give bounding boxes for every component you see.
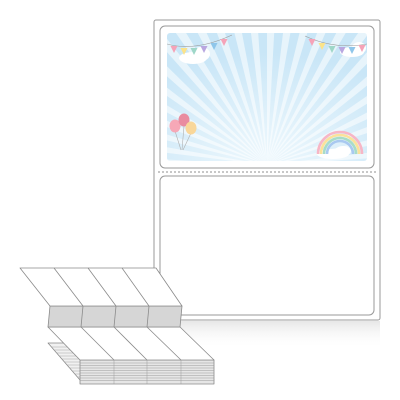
bunting-flag [308,39,316,46]
sunburst-ray [204,33,267,161]
bunting-flag [358,45,366,52]
sky-background [167,33,367,161]
label-sheet [153,19,381,349]
bunting-flag [200,46,208,53]
rainbow-arc [319,133,361,155]
sunburst-ray [167,33,267,161]
bunting-flag [190,48,198,55]
sunburst-ray [167,33,267,161]
bunting-flag [220,39,228,46]
sunburst-ray [167,33,267,161]
sunburst-ray [167,59,267,161]
sunburst-ray [235,33,267,161]
balloons-shape [169,113,197,151]
bunting-flag [210,43,218,50]
sunburst-ray [167,33,267,161]
sunburst-ray [267,33,367,161]
sunburst-ray [267,33,367,161]
sunburst-ray [267,33,343,161]
rainbow-arc [316,130,364,155]
sunburst-ray [267,33,367,161]
bunting-flag [338,47,346,54]
rainbow-shape [316,130,364,155]
fanfold-stack [19,267,215,385]
bunting-flag [318,43,326,50]
rainbow-arc [325,139,355,155]
sunburst-ray [267,33,367,161]
sunburst-ray [267,33,367,161]
blank-label [159,175,375,316]
sunburst-ray [267,33,282,161]
sunburst-ray [167,89,267,161]
bunting-flag [328,46,336,53]
bunting-flag [180,48,188,55]
bunting-flags [167,34,367,55]
rainbow-arc [322,136,358,155]
bunting-flag [348,47,356,54]
printed-label [159,25,375,169]
sunburst-ray [174,33,267,161]
sunburst-ray [167,119,267,161]
sunburst-ray [267,33,313,161]
sunburst-ray [267,44,367,161]
bunting-flag [170,46,178,53]
